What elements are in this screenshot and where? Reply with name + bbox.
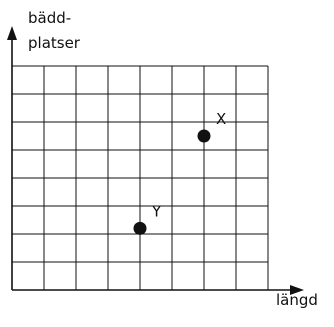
y-axis-label-line1: bädd- xyxy=(28,9,71,27)
grid xyxy=(12,65,269,290)
data-point-y xyxy=(133,221,147,235)
y-axis-label-line2: platser xyxy=(28,34,81,52)
data-point-x xyxy=(197,129,211,143)
x-axis-arrow-icon xyxy=(290,285,304,295)
data-points: XY xyxy=(133,110,226,235)
y-axis-arrow-icon xyxy=(7,26,17,40)
x-axis-label: längd xyxy=(276,291,318,309)
data-point-label-x: X xyxy=(216,110,226,128)
axes xyxy=(7,26,304,295)
data-point-label-y: Y xyxy=(151,202,162,220)
